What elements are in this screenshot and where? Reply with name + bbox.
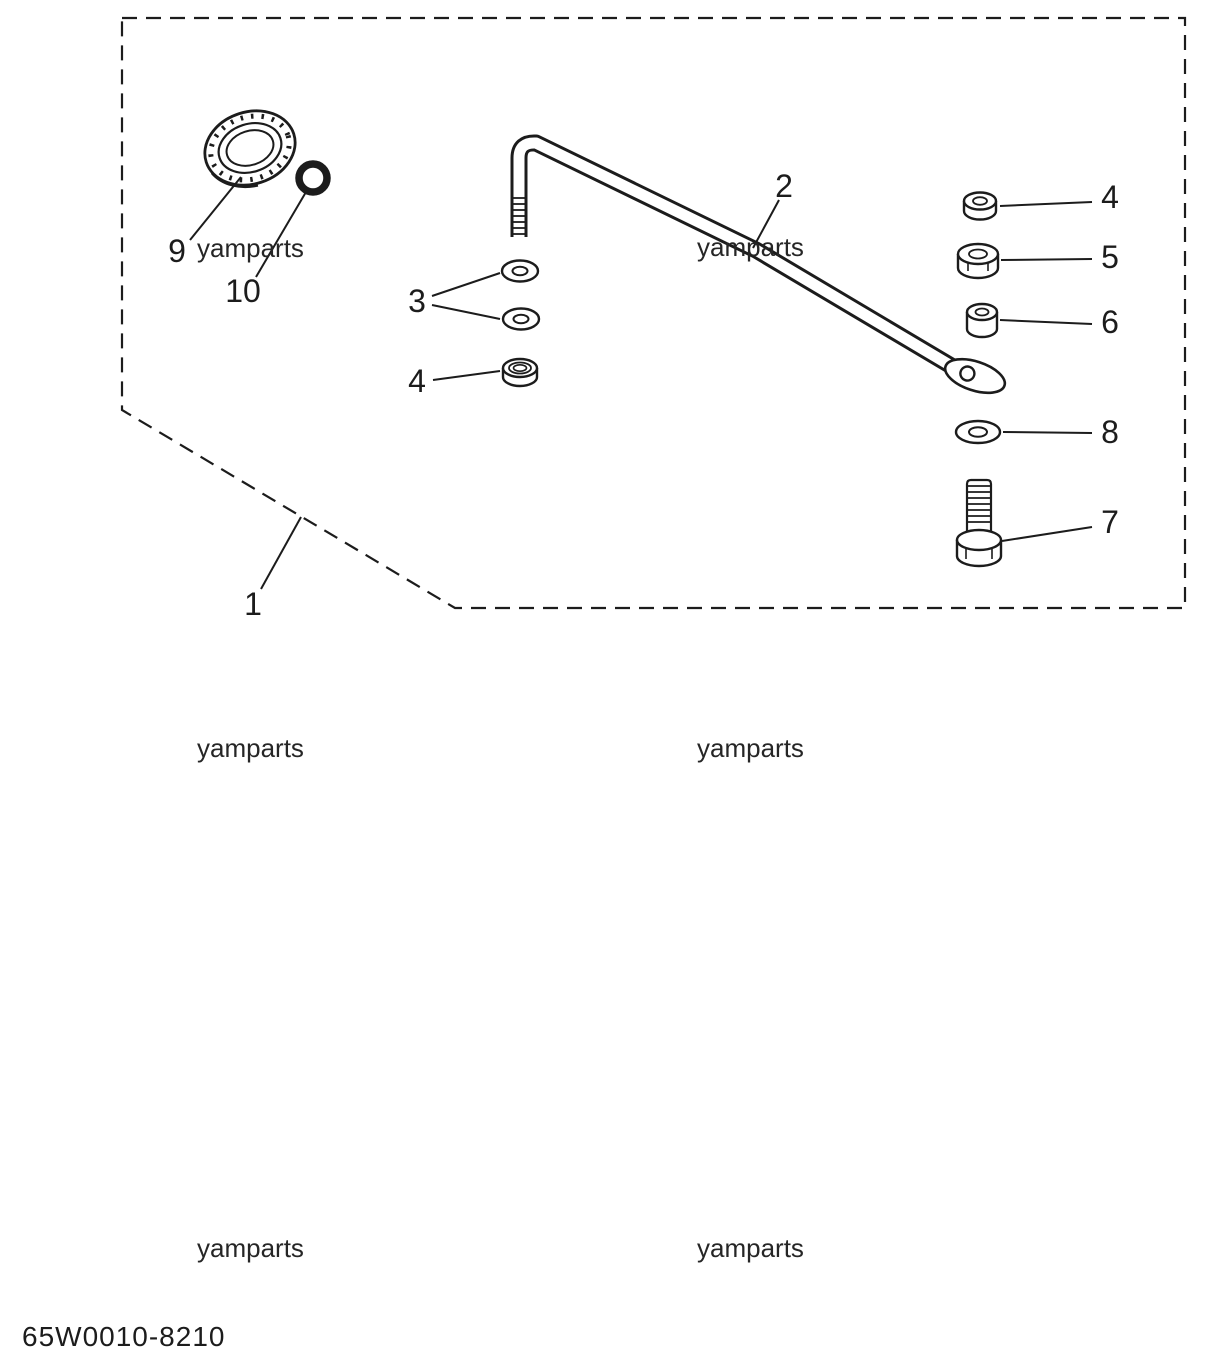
- leader-5: [1000, 258, 1093, 261]
- part-label-7: 7: [1101, 504, 1119, 540]
- watermark-text: yamparts: [197, 233, 304, 263]
- o-ring-drawing: [295, 160, 331, 196]
- leader-8: [1002, 431, 1093, 434]
- catalog-code: 65W0010-8210: [22, 1321, 225, 1352]
- spacer-bushing-drawing: [965, 302, 999, 339]
- bolt-thread-hatch: [966, 485, 992, 523]
- leader-4-right: [999, 201, 1093, 207]
- hex-nut-drawing: [956, 242, 1000, 280]
- watermark-text: yamparts: [697, 733, 804, 763]
- dashed-boundary: [120, 16, 1187, 610]
- leader-1: [260, 516, 302, 590]
- watermark-text: yamparts: [197, 1233, 304, 1263]
- leader-6: [999, 319, 1093, 325]
- washer-upper-drawing: [500, 259, 540, 283]
- part-label-3: 3: [408, 283, 426, 319]
- leader-lines: [189, 176, 1093, 590]
- rod-thread-hatch: [512, 197, 526, 235]
- part-label-8: 8: [1101, 414, 1119, 450]
- part-label-6: 6: [1101, 304, 1119, 340]
- watermark-text: yamparts: [697, 232, 804, 262]
- leader-7: [1001, 526, 1093, 542]
- part-label-4-left: 4: [408, 363, 426, 399]
- leader-9: [189, 176, 242, 241]
- rod-eyelet: [943, 357, 1007, 395]
- leader-3a: [431, 272, 501, 297]
- watermark-text: yamparts: [197, 733, 304, 763]
- washer-lower-drawing: [501, 307, 541, 331]
- leader-3b: [431, 304, 501, 320]
- part-label-10: 10: [225, 273, 261, 309]
- part-label-9: 9: [168, 233, 186, 269]
- cap-nut-drawing: [203, 109, 297, 189]
- leader-4-left: [432, 370, 501, 381]
- leader-2: [752, 199, 780, 249]
- watermark-text: yamparts: [697, 1233, 804, 1263]
- part-label-5: 5: [1101, 239, 1119, 275]
- part-label-1: 1: [244, 586, 262, 622]
- washer-right-drawing: [954, 419, 1002, 445]
- leader-10: [255, 191, 307, 278]
- part-label-4-right: 4: [1101, 179, 1119, 215]
- bolt-drawing: [955, 478, 1003, 568]
- part-label-2: 2: [775, 168, 793, 204]
- lock-nut-right-drawing: [962, 191, 998, 221]
- steering-rod-drawing: [510, 134, 1007, 395]
- flange-nut-left-drawing: [501, 357, 539, 388]
